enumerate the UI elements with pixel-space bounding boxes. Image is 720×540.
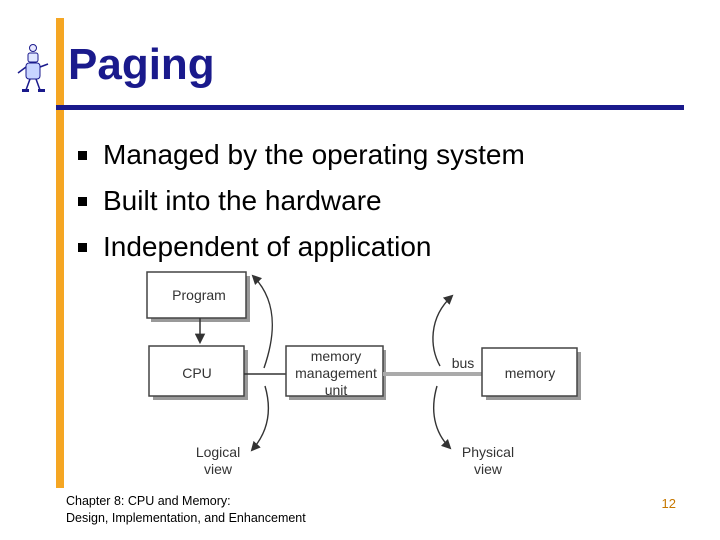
physical-view-label: Physical	[462, 444, 514, 460]
mmu-label-line: management	[295, 365, 377, 381]
footer-line: Design, Implementation, and Enhancement	[66, 510, 306, 527]
footer: Chapter 8: CPU and Memory: Design, Imple…	[66, 493, 306, 527]
mmu-label-line: memory	[311, 348, 362, 364]
physical-view-upper-arc	[433, 296, 452, 366]
physical-view-lower-arc	[434, 386, 450, 448]
bus-label: bus	[452, 355, 475, 371]
page-number: 12	[662, 496, 676, 511]
logical-view-label: Logical	[196, 444, 240, 460]
physical-view-label: view	[474, 461, 503, 477]
logical-view-lower-arc	[252, 386, 268, 450]
mmu-label-line: unit	[325, 382, 348, 398]
logical-view-label: view	[204, 461, 233, 477]
logical-view-upper-arc	[253, 276, 272, 368]
footer-line: Chapter 8: CPU and Memory:	[66, 493, 306, 510]
cpu-label: CPU	[182, 365, 212, 381]
memory-label: memory	[505, 365, 556, 381]
program-label: Program	[172, 287, 226, 303]
